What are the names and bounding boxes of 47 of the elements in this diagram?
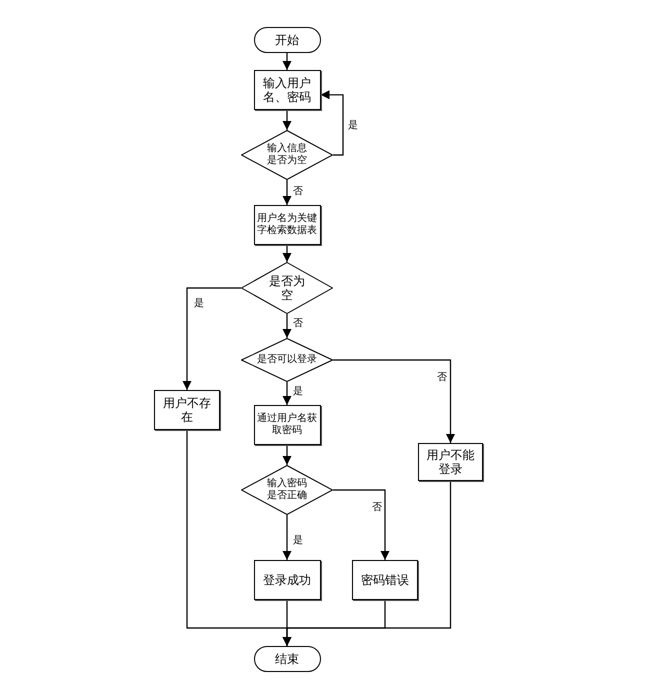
node-label: 用户不能登录 bbox=[426, 448, 476, 476]
arrow bbox=[282, 110, 292, 130]
node-label: 用户不存在 bbox=[162, 396, 212, 424]
arrow bbox=[282, 515, 292, 560]
arrow bbox=[282, 180, 292, 205]
edge-label: 是 bbox=[292, 535, 304, 546]
decision-diamond bbox=[241, 465, 333, 515]
decision-diamond bbox=[241, 262, 333, 314]
process-box bbox=[254, 70, 320, 110]
process-box bbox=[418, 443, 483, 481]
arrow bbox=[182, 287, 241, 390]
arrow bbox=[282, 53, 292, 70]
arrow bbox=[282, 314, 292, 338]
node-label: 是否为空 bbox=[268, 274, 306, 302]
node-label: 输入信息是否为空 bbox=[266, 143, 308, 167]
node-label: 密码错误 bbox=[360, 572, 410, 588]
edge-label: 否 bbox=[436, 372, 448, 383]
arrow bbox=[320, 90, 344, 156]
process-box bbox=[154, 390, 220, 430]
process-box bbox=[352, 560, 418, 600]
node-label: 输入密码是否正确 bbox=[266, 478, 308, 502]
process-box bbox=[254, 205, 320, 245]
node-label: 登录成功 bbox=[262, 572, 312, 588]
node-label: 结束 bbox=[274, 652, 300, 666]
terminal-shape bbox=[254, 27, 320, 53]
node-label: 输入用户名、密码 bbox=[262, 76, 312, 104]
edge-label: 否 bbox=[371, 502, 383, 513]
edge-label: 是 bbox=[193, 298, 205, 309]
node-label: 用户名为关键字检索数据表 bbox=[256, 213, 318, 237]
node-label: 是否可以登录 bbox=[256, 354, 318, 366]
terminal-shape bbox=[254, 646, 320, 672]
edge-label: 是 bbox=[347, 120, 359, 131]
arrow bbox=[333, 489, 390, 560]
process-box bbox=[254, 560, 320, 600]
edge-label: 否 bbox=[292, 186, 304, 197]
process-box bbox=[254, 405, 320, 445]
edge-label: 是 bbox=[292, 386, 304, 397]
node-label: 通过用户名获取密码 bbox=[256, 413, 318, 437]
node-label: 开始 bbox=[274, 32, 300, 48]
arrow bbox=[282, 445, 292, 465]
decision-diamond bbox=[241, 130, 333, 180]
arrow bbox=[333, 359, 455, 443]
edge-label: 否 bbox=[292, 318, 304, 329]
arrow bbox=[282, 245, 292, 262]
decision-diamond bbox=[241, 338, 333, 382]
arrow bbox=[282, 382, 292, 405]
arrow bbox=[282, 481, 452, 646]
